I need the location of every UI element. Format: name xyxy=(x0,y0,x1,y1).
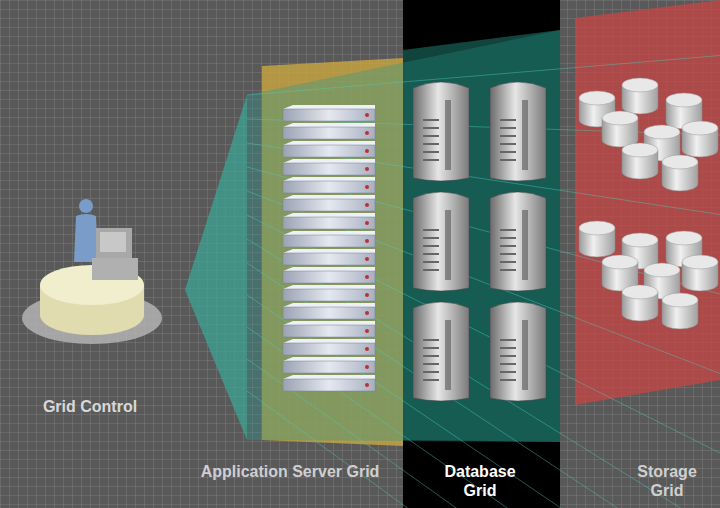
database-server xyxy=(490,302,546,401)
rack-server xyxy=(283,123,375,139)
perspective-line xyxy=(247,143,720,215)
grid-control-icon xyxy=(22,199,162,344)
disk xyxy=(622,143,658,179)
storage-plane xyxy=(575,0,720,405)
disk xyxy=(579,221,615,257)
label-box: Storage Grid xyxy=(622,462,712,500)
grid-label: Grid Control xyxy=(20,397,160,416)
perspective-line xyxy=(247,327,720,508)
disk xyxy=(622,285,658,321)
disk xyxy=(682,255,718,291)
disk xyxy=(682,121,718,157)
database-plane xyxy=(247,30,560,442)
database-column xyxy=(403,0,560,508)
rack-server xyxy=(283,105,375,121)
label-box: Application Server Grid xyxy=(200,462,380,481)
label-box: Database Grid xyxy=(430,462,530,500)
grid-label: Database Grid xyxy=(430,462,530,500)
rack-server xyxy=(283,267,375,283)
database-server xyxy=(413,302,469,401)
rack-server xyxy=(283,375,375,391)
perspective-line xyxy=(247,191,720,374)
rack-server xyxy=(283,357,375,373)
perspective-line xyxy=(247,215,720,453)
perspective-line xyxy=(247,167,720,294)
disk xyxy=(662,155,698,191)
disk xyxy=(662,293,698,329)
rack-server xyxy=(283,303,375,319)
grid-label: Application Server Grid xyxy=(200,462,380,481)
rack-server xyxy=(283,141,375,157)
rack-server xyxy=(283,195,375,211)
label-box: Grid Control xyxy=(20,397,160,416)
rack-server xyxy=(283,159,375,175)
rack-server xyxy=(283,249,375,265)
grid-label: Storage Grid xyxy=(622,462,712,500)
rack-server xyxy=(283,285,375,301)
perspective-line xyxy=(247,359,720,508)
database-server xyxy=(413,82,469,181)
rack-server xyxy=(283,339,375,355)
database-plane-front xyxy=(403,30,560,442)
database-server xyxy=(413,192,469,291)
rack-server xyxy=(283,213,375,229)
view-cone xyxy=(185,95,247,440)
perspective-line xyxy=(247,391,720,508)
database-server xyxy=(490,82,546,181)
disk xyxy=(602,111,638,147)
rack-server xyxy=(283,321,375,337)
database-server xyxy=(490,192,546,291)
rack-server xyxy=(283,231,375,247)
disk xyxy=(622,78,658,114)
perspective-line xyxy=(247,56,720,96)
rack-server xyxy=(283,177,375,193)
